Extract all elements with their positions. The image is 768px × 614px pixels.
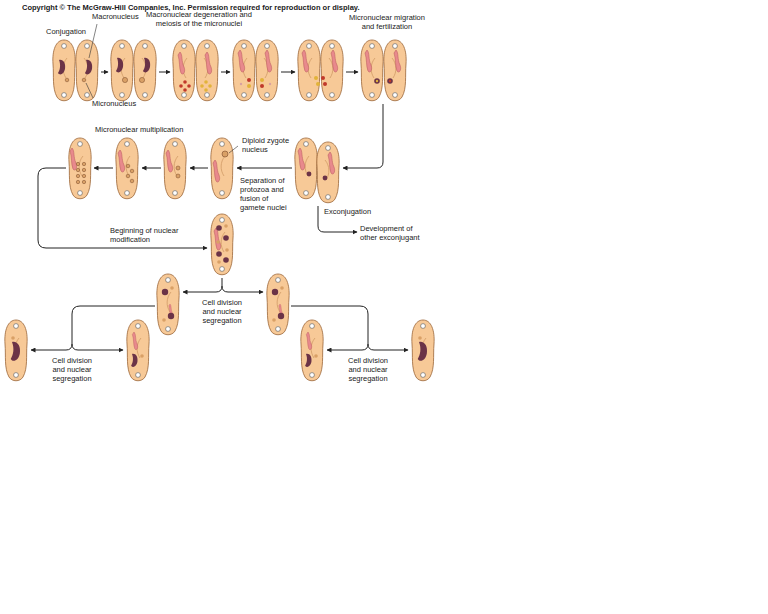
- stage-label: Micronuclear multiplication: [95, 125, 183, 134]
- stage-label: Exconjugation: [324, 207, 371, 216]
- exconjugant-cells: [317, 142, 339, 203]
- arrow: [221, 72, 230, 73]
- paramecium-cell: [116, 138, 138, 199]
- division-bracket: [31, 306, 155, 350]
- arrow: [281, 72, 295, 73]
- paramecium-cell: [412, 320, 434, 381]
- exconjugant-cells: [295, 138, 317, 199]
- leader-lines: [86, 24, 238, 153]
- arrow: [159, 72, 170, 73]
- stage-label: Separation of protozoa and fusion of gam…: [240, 176, 292, 212]
- leader-line: [86, 83, 93, 98]
- stage-label: Micronuclear migration and fertilization: [342, 13, 432, 31]
- paramecium-cell: [157, 274, 179, 335]
- division-bracket: [368, 344, 408, 350]
- paramecium-cell: [69, 138, 91, 199]
- arrow: [38, 168, 207, 248]
- paramecium-cell: [211, 214, 233, 275]
- arrow: [101, 72, 108, 73]
- conjugating-pair: [361, 40, 406, 101]
- stage-label: Macronuclear degeneration and meiosis of…: [140, 10, 258, 28]
- arrow: [190, 168, 208, 169]
- arrow: [142, 168, 161, 169]
- paramecium-cell: [127, 320, 149, 381]
- paramecium-cell: [301, 320, 323, 381]
- arrow: [94, 168, 113, 169]
- division-bracket: [72, 344, 123, 350]
- part-label: Micronucleus: [92, 99, 136, 108]
- part-label: Diploid zygote nucleus: [242, 136, 294, 154]
- conjugating-pair: [298, 40, 343, 101]
- stage-label: Beginning of nuclear modification: [110, 226, 182, 244]
- stage-label: Cell division and nuclear segregation: [48, 356, 96, 383]
- paramecium-cell: [5, 320, 27, 381]
- stage-label: Cell division and nuclear segregation: [344, 356, 392, 383]
- paramecium-cell: [211, 138, 233, 199]
- conjugating-pair: [111, 40, 156, 101]
- arrow: [343, 104, 383, 168]
- paramecium-cell: [164, 138, 186, 199]
- division-bracket: [183, 278, 222, 292]
- conjugating-pair: [173, 40, 218, 101]
- arrow: [237, 168, 292, 169]
- division-bracket: [222, 286, 263, 292]
- conjugating-pair: [233, 40, 278, 101]
- leader-line: [89, 24, 97, 58]
- arrow: [346, 72, 358, 73]
- paramecium-cell: [267, 274, 289, 335]
- part-label: Macronucleus: [92, 12, 139, 21]
- process-arrows: [31, 72, 408, 350]
- leader-line: [229, 146, 238, 153]
- stage-label: Development of other exconjugant: [360, 224, 426, 242]
- division-bracket: [291, 306, 368, 350]
- stage-label: Conjugation: [46, 27, 86, 36]
- stage-label: Cell division and nuclear segregation: [198, 298, 246, 325]
